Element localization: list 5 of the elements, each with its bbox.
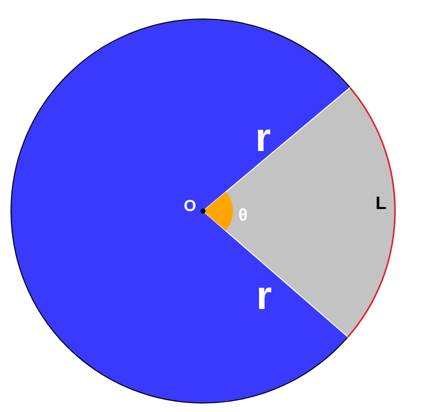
radius-label: r (255, 118, 271, 158)
arc-length-label: L (376, 194, 386, 212)
angle-label: θ (238, 206, 248, 224)
radius-label: r (256, 276, 272, 316)
center-label: O (184, 199, 196, 215)
